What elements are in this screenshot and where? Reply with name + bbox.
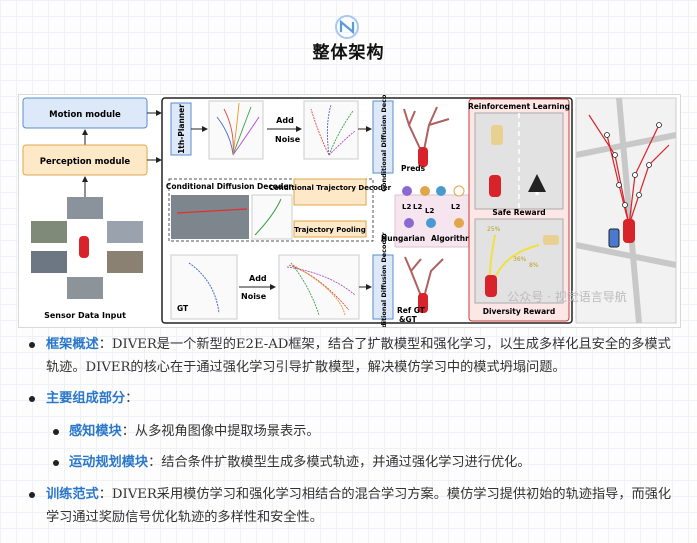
svg-text:Conditional Trajectory Decoder: Conditional Trajectory Decoder [269, 184, 392, 192]
amp-gt-label: &GT [399, 315, 418, 324]
bullet-list: 框架概述：DIVER是一个新型的E2E-AD框架，结合了扩散模型和强化学习，以生… [26, 333, 676, 529]
trajectory-pooling-label: Trajectory Pooling [294, 226, 366, 234]
bullet-head: 感知模块 [69, 424, 122, 439]
cdd-vertical-bottom: Conditional Diffusion Decoder [380, 232, 388, 327]
network-logo-icon [335, 15, 359, 39]
add-noise-top-b: Noise [275, 135, 301, 144]
list-item: 感知模块：从多视角图像中提取场景表示。 [26, 420, 676, 443]
watermark: 公众号 · 视觉语言导航 [507, 289, 626, 304]
l2-label-d: L2 [451, 203, 460, 211]
bullet-head: 运动规划模块 [69, 455, 149, 470]
bullet-head: 框架概述 [46, 337, 99, 352]
list-item: 框架概述：DIVER是一个新型的E2E-AD框架，结合了扩散模型和强化学习，以生… [26, 333, 676, 379]
ref-gt-label: Ref GT [397, 306, 426, 315]
l2-label-c: L2 [425, 207, 434, 215]
architecture-figure: Motion module Perception module Sensor D… [18, 94, 681, 328]
motion-module-label: Motion module [49, 110, 121, 120]
pct-36: 36% [513, 256, 527, 263]
add-noise-bottom-a: Add [249, 274, 267, 283]
bullet-head: 训练范式 [46, 487, 99, 502]
list-item: 运动规划模块：结合条件扩散模型生成多模式轨迹，并通过强化学习进行优化。 [26, 451, 676, 474]
camera-images [31, 197, 143, 299]
bullet-head: 主要组成部分 [46, 391, 126, 406]
cdd-title: Conditional Diffusion Decoder [166, 182, 293, 191]
ctd-label: Conditional Trajectory Decoder [269, 184, 392, 192]
diversity-reward-label: Diversity Reward [483, 307, 556, 316]
cdd-vertical-top: Conditional Diffusion Decoder [380, 95, 388, 192]
sensor-data-input-label: Sensor Data Input [44, 311, 126, 320]
bullet-text: ：结合条件扩散模型生成多模式轨迹，并通过强化学习进行优化。 [148, 455, 531, 470]
add-noise-bottom-b: Noise [241, 292, 267, 301]
bullet-text: ： [125, 391, 139, 406]
l2-label-a: L2 [402, 203, 411, 211]
bullet-text: ：DIVER采用模仿学习和强化学习相结合的混合学习方案。模仿学习提供初始的轨迹指… [46, 487, 672, 525]
gt-label: GT [177, 304, 189, 313]
bullet-text: ：DIVER是一个新型的E2E-AD框架，结合了扩散模型和强化学习，以生成多样化… [46, 337, 671, 375]
page-title: 整体架构 [312, 43, 385, 63]
list-item: 主要组成部分： [26, 387, 676, 410]
hungarian-label: Hungarian [381, 234, 425, 243]
pct-8: 8% [529, 262, 539, 269]
algorithm-label: Algorithm [431, 234, 473, 243]
l2-label-b: L2 [413, 203, 422, 211]
add-noise-top-a: Add [276, 116, 294, 125]
preds-label: Preds [401, 164, 426, 173]
perception-module-label: Perception module [40, 157, 131, 167]
rl-title: Reinforcement Learning [468, 102, 570, 111]
pct-25: 25% [487, 226, 501, 233]
bullet-text: ：从多视角图像中提取场景表示。 [121, 424, 320, 439]
list-item: 训练范式：DIVER采用模仿学习和强化学习相结合的混合学习方案。模仿学习提供初始… [26, 483, 676, 529]
safe-reward-label: Safe Reward [492, 208, 545, 217]
planner-label: 1th-Planner [177, 104, 186, 154]
